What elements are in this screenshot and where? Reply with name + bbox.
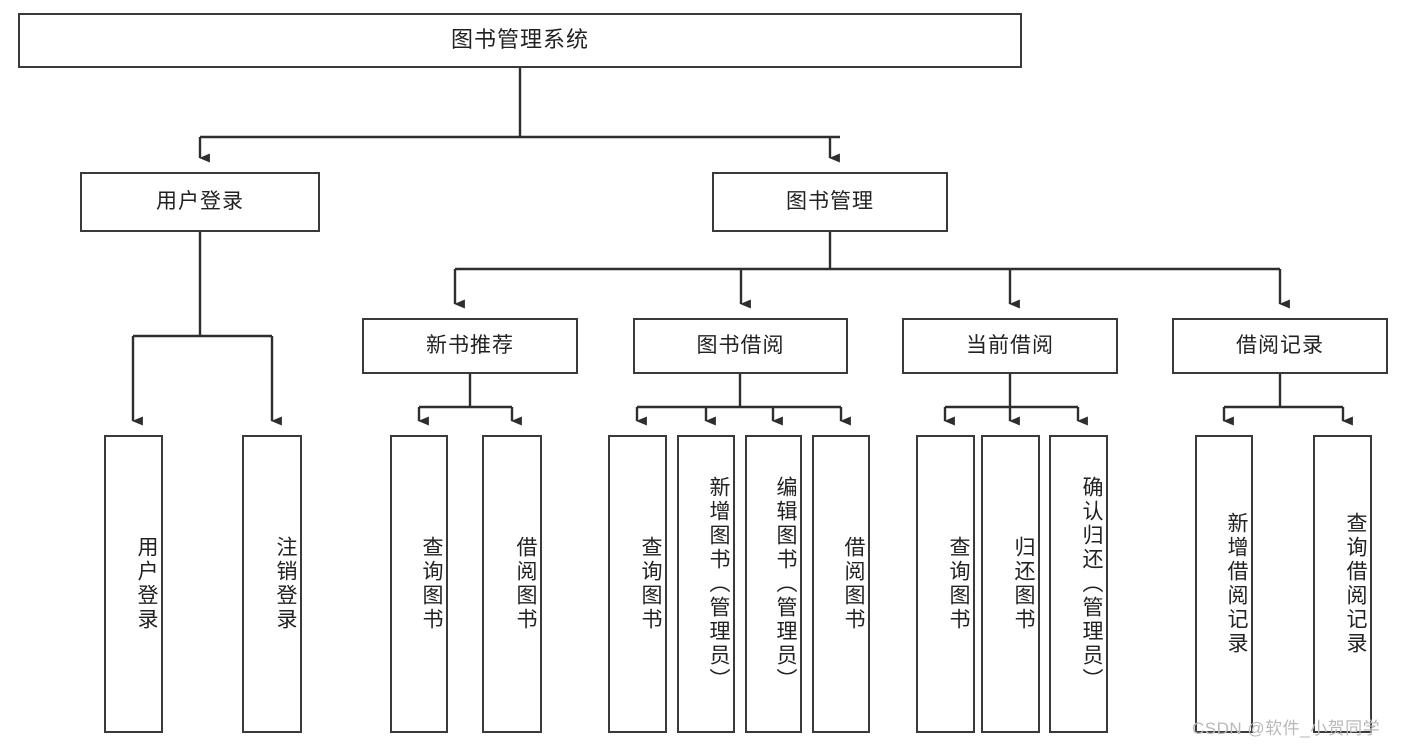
csdn-watermark: CSDN @软件_小贺同学 (1192, 719, 1381, 738)
leaf-query-book-current[interactable]: 查询图书 (916, 435, 975, 733)
node-user-login[interactable]: 用户登录 (80, 172, 320, 232)
leaf-add-borrow-record[interactable]: 新增借阅记录 (1195, 435, 1253, 733)
leaf-user-login[interactable]: 用户登录 (104, 435, 163, 733)
node-new-book-recommend[interactable]: 新书推荐 (362, 318, 578, 374)
node-borrow-record[interactable]: 借阅记录 (1172, 318, 1388, 374)
leaf-borrow-book-recommend[interactable]: 借阅图书 (482, 435, 542, 733)
leaf-edit-book-admin[interactable]: 编辑图书（管理员） (745, 435, 802, 733)
leaf-query-book-borrow[interactable]: 查询图书 (608, 435, 667, 733)
node-book-borrow[interactable]: 图书借阅 (633, 318, 848, 374)
node-current-borrow[interactable]: 当前借阅 (902, 318, 1118, 374)
node-book-management[interactable]: 图书管理 (712, 172, 948, 232)
leaf-confirm-return-admin[interactable]: 确认归还（管理员） (1049, 435, 1108, 733)
leaf-query-book-recommend[interactable]: 查询图书 (390, 435, 448, 733)
leaf-query-borrow-record[interactable]: 查询借阅记录 (1313, 435, 1372, 733)
node-root-book-management-system[interactable]: 图书管理系统 (18, 13, 1022, 68)
leaf-add-book-admin[interactable]: 新增图书（管理员） (677, 435, 735, 733)
leaf-return-book[interactable]: 归还图书 (981, 435, 1040, 733)
leaf-borrow-book[interactable]: 借阅图书 (812, 435, 870, 733)
leaf-logout[interactable]: 注销登录 (242, 435, 302, 733)
